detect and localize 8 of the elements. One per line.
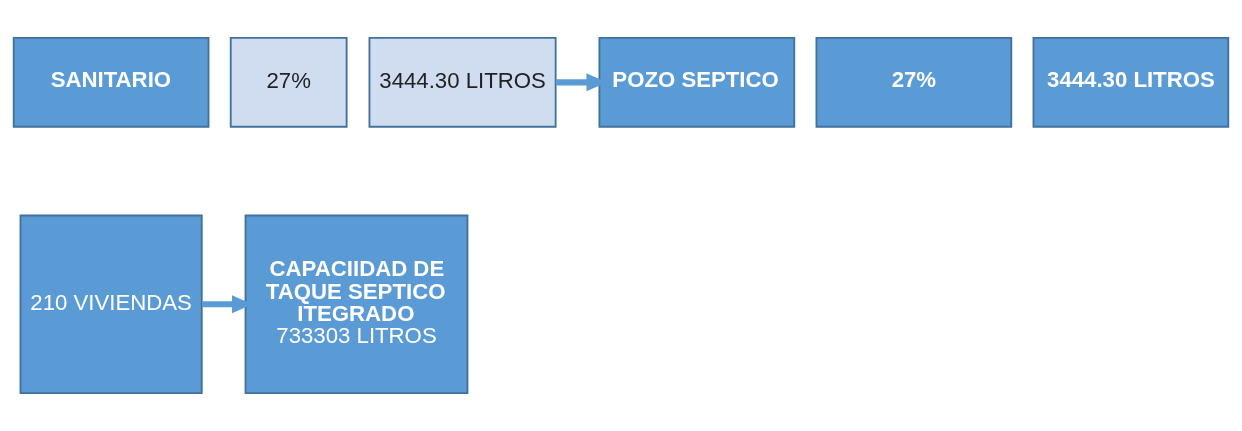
node-box: 3444.30 LITROS xyxy=(368,37,557,128)
node-box: SANITARIO xyxy=(12,37,210,128)
node-box: POZO SEPTICO xyxy=(598,37,796,128)
node-box: 27% xyxy=(815,37,1013,128)
node-box: 3444.30 LITROS xyxy=(1032,37,1230,128)
node-box: 210 VIVIENDAS xyxy=(19,214,203,394)
node-box: CAPACIIDAD DE TAQUE SEPTICO ITEGRADO 733303 LITROS xyxy=(244,214,469,394)
node-box: 27% xyxy=(229,37,348,128)
